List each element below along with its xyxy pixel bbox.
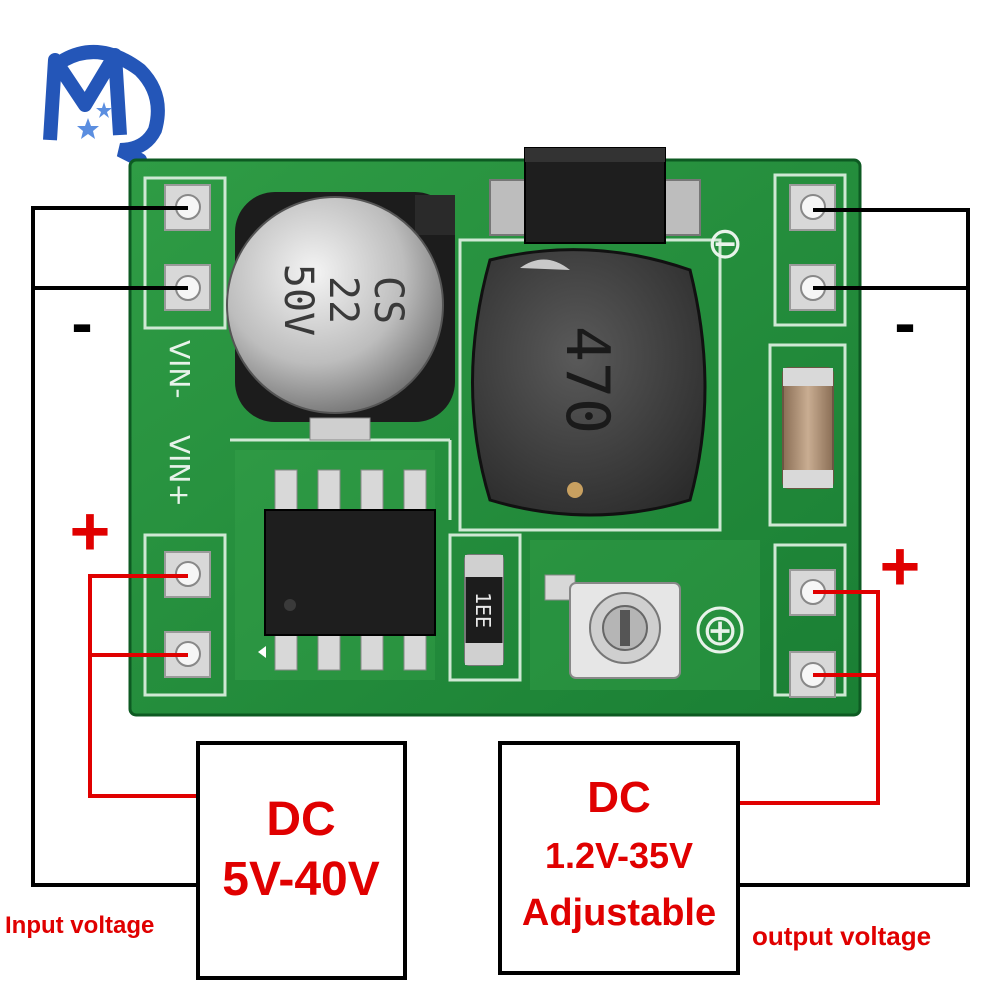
output-voltage-caption: output voltage [752, 921, 931, 951]
input-box-line1: DC [266, 793, 335, 846]
output-box-line3: Adjustable [522, 892, 716, 934]
trim-potentiometer [544, 574, 681, 679]
pad-vout-minus-1 [789, 184, 836, 231]
resistor-label: 1EE [471, 592, 495, 628]
silk-vin-minus: VIN- [163, 340, 196, 398]
inductor-label: 470 [552, 326, 622, 434]
output-box-line1: DC [587, 773, 651, 822]
adjust-screw-icon [696, 606, 744, 654]
output-negative-wire [738, 208, 970, 887]
output-dc-box: DC 1.2V-35V Adjustable [498, 741, 740, 975]
electrolytic-capacitor: CS 22 50V [226, 192, 455, 441]
regulator-ic [258, 469, 436, 671]
input-voltage-caption: Input voltage [5, 912, 154, 939]
capacitor-label-line3: 50V [275, 264, 321, 336]
input-dc-box: DC 5V-40V [196, 741, 407, 980]
output-plus-symbol: + [880, 527, 921, 605]
chip-resistor: 1EE [464, 554, 504, 666]
silk-out-plus: ⊕ [702, 605, 739, 656]
output-positive-wire [738, 590, 880, 805]
input-negative-wire [31, 206, 198, 887]
schottky-diode [489, 147, 701, 244]
input-plus-symbol: + [70, 492, 111, 570]
power-inductor: 470 [471, 248, 707, 517]
output-box-line2: 1.2V-35V [545, 835, 693, 876]
capacitor-label-line1: CS [365, 276, 411, 324]
output-minus-symbol: - [894, 287, 915, 359]
input-box-line2: 5V-40V [222, 853, 379, 906]
input-minus-symbol: - [71, 287, 92, 359]
mq-logo-icon [43, 45, 165, 167]
silk-vin-plus: VIN+ [163, 435, 196, 507]
silk-out-minus: ⊖ [707, 218, 744, 269]
chip-capacitor [782, 367, 834, 489]
capacitor-label-line2: 22 [320, 276, 366, 324]
input-positive-wire [88, 574, 198, 798]
